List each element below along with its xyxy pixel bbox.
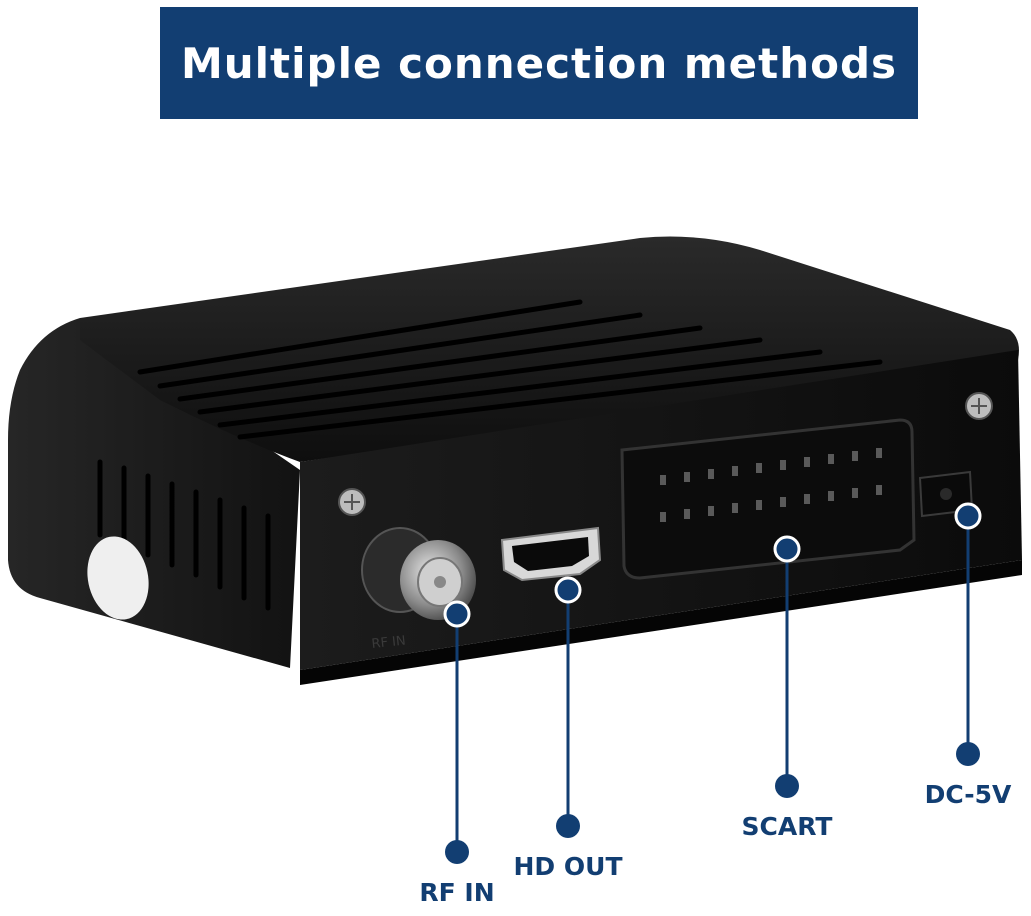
banner-title: Multiple connection methods (180, 38, 898, 88)
hd-out-dot (554, 576, 582, 604)
dc-5v-dot (954, 502, 982, 530)
hd-out-dot (556, 814, 580, 838)
rf-in-dot (445, 840, 469, 864)
scart-pins (660, 448, 882, 522)
hdmi-port (500, 526, 602, 582)
scart-dot (773, 535, 801, 563)
rf-in-dot (443, 600, 471, 628)
side-vents (97, 459, 271, 611)
rf-in-print: RF IN (371, 633, 407, 651)
callout-dots (443, 502, 982, 864)
label-scart: SCART (741, 812, 833, 841)
device-side-face (8, 318, 300, 668)
scart-port (620, 418, 916, 580)
callout-lines (455, 516, 970, 852)
label-dc-5v: DC-5V (924, 780, 1012, 809)
top-vents (137, 299, 883, 440)
label-hd-out: HD OUT (513, 852, 623, 881)
dc-5v-dot (956, 742, 980, 766)
dc-port (918, 470, 974, 518)
screw-icon (965, 392, 993, 420)
label-rf-in: RF IN (419, 878, 495, 907)
scart-dot (775, 774, 799, 798)
rf-in-connector (361, 527, 476, 620)
screw-icon (338, 488, 366, 516)
sticker (87, 536, 149, 620)
title-banner: Multiple connection methods (160, 7, 918, 119)
